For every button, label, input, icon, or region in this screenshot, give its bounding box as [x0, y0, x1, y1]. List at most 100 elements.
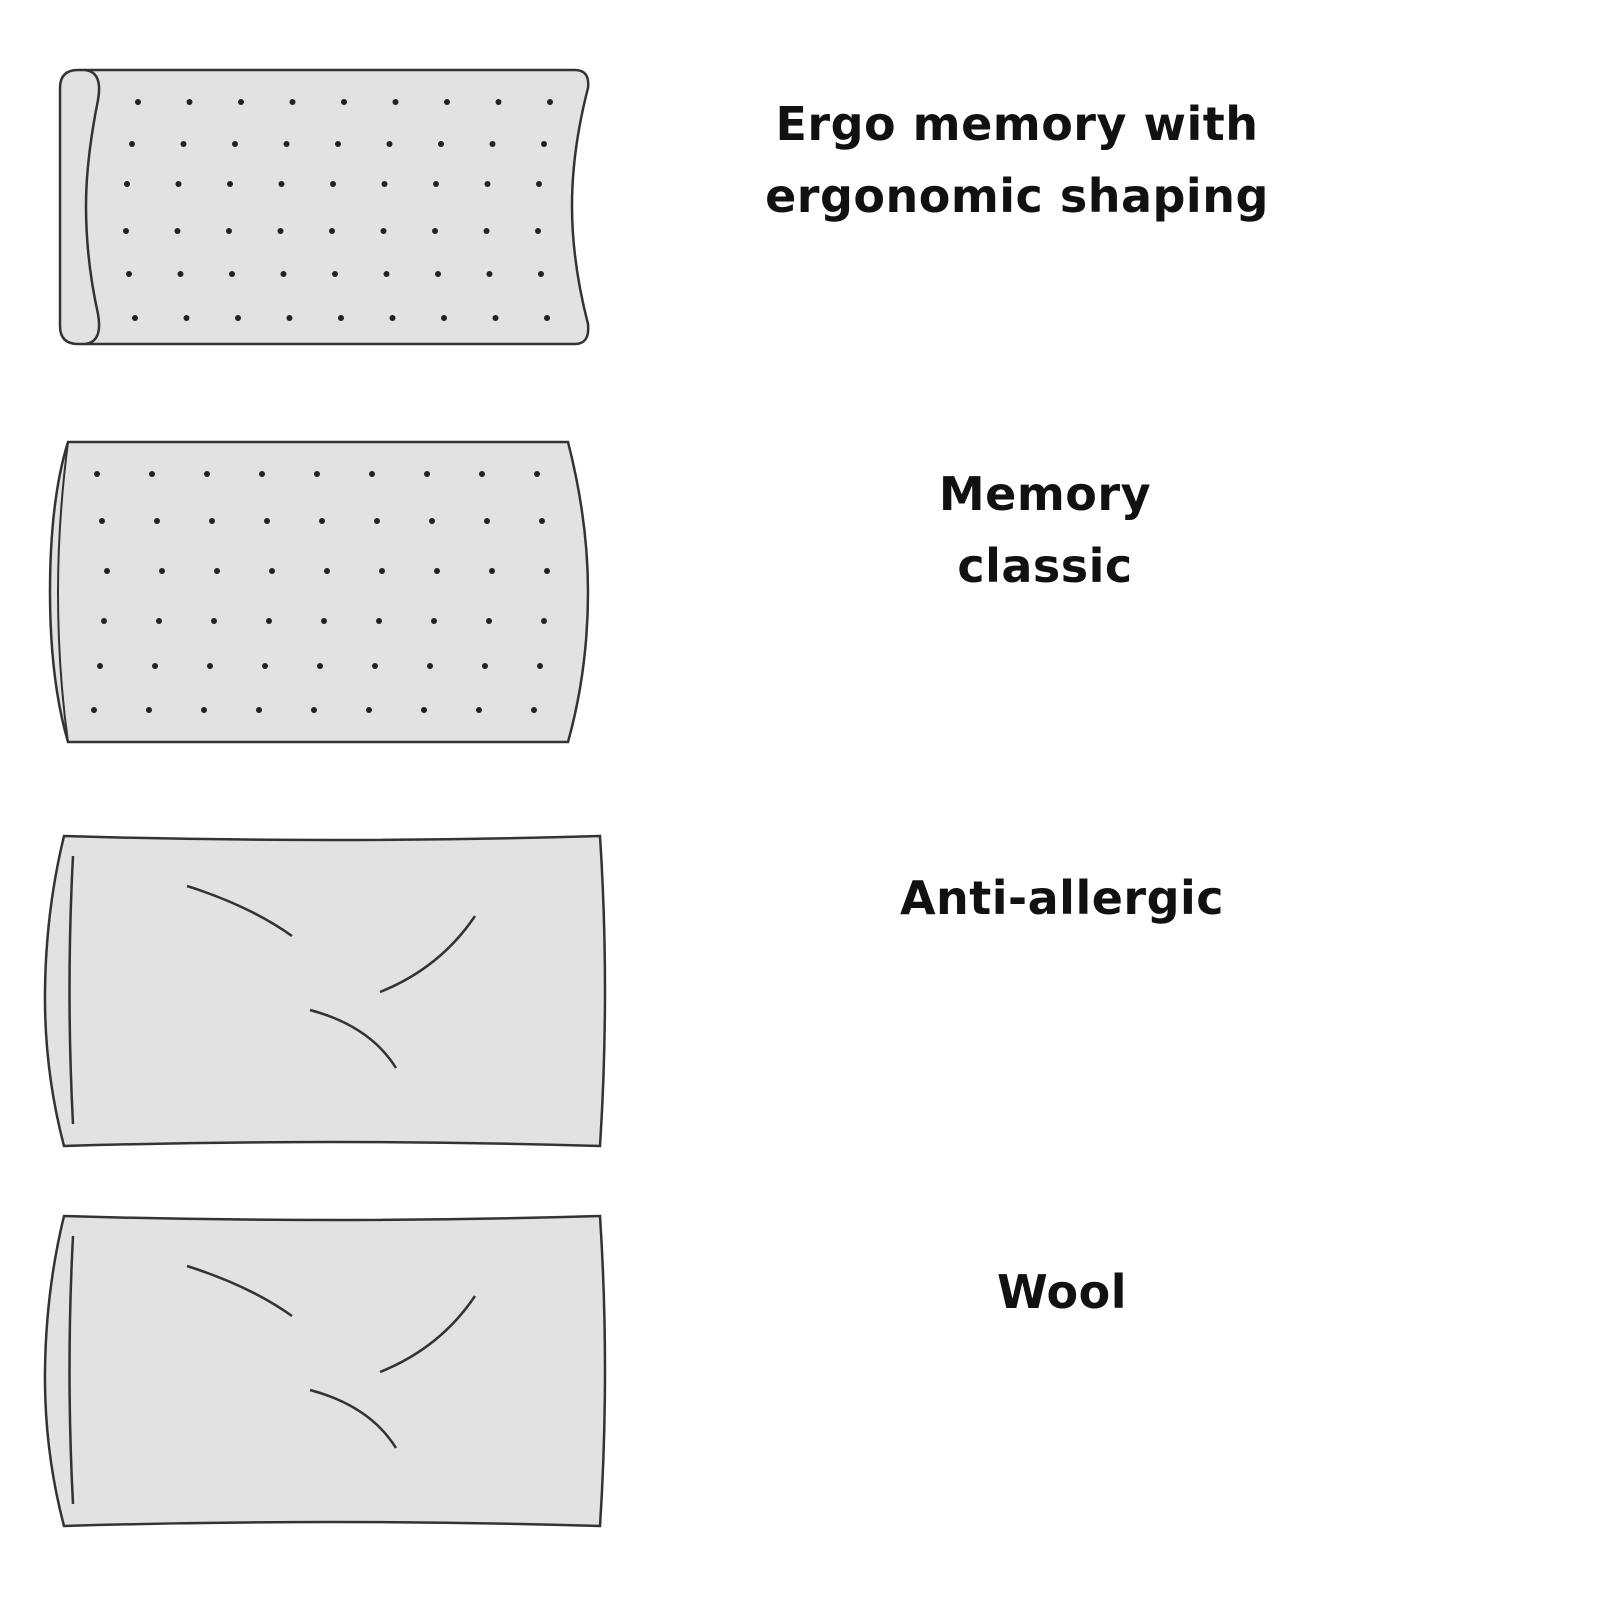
pillow-dot: [104, 568, 110, 574]
pillow-dot: [374, 518, 380, 524]
pillow-dot: [424, 471, 430, 477]
pillow-dot: [175, 181, 182, 187]
pillow-dot: [124, 181, 130, 187]
pillow-dot: [476, 707, 482, 713]
pillow-dot: [264, 518, 270, 524]
pillow-dot: [541, 618, 547, 624]
pillow-dot: [94, 471, 100, 477]
pillow-dot: [389, 315, 396, 321]
pillow-dot: [204, 471, 210, 477]
label-memory-classic: Memory classic: [695, 458, 1395, 602]
pillow-dot: [427, 663, 433, 669]
pillow-dot: [262, 663, 268, 669]
pillow-dot: [544, 568, 550, 574]
pillow-dot: [544, 315, 550, 321]
pillow-dot: [209, 518, 215, 524]
ergo-pillow-dots: [123, 99, 553, 321]
label-anti-allergic: Anti-allergic: [712, 862, 1412, 934]
pillow-dot: [280, 271, 287, 277]
pillow-dot: [156, 618, 162, 624]
pillow-dot: [381, 181, 388, 187]
pillow-dot: [123, 228, 129, 234]
pillow-dot: [429, 518, 435, 524]
pillow-dot: [235, 315, 241, 321]
pillow-dot: [227, 181, 233, 187]
label-line: Wool: [996, 1265, 1128, 1319]
pillow-dot: [283, 141, 290, 147]
pillow-dot: [539, 518, 545, 524]
pillow-dot: [269, 568, 275, 574]
pillow-dot: [259, 471, 265, 477]
pillow-dot: [177, 271, 184, 277]
pillow-dot: [479, 471, 485, 477]
label-line: Memory: [938, 467, 1152, 521]
pillow-dot: [226, 228, 232, 234]
pillow-dot: [152, 663, 158, 669]
pillow-dot: [431, 618, 437, 624]
pillow-dot: [132, 315, 138, 321]
pillow-dot: [383, 271, 390, 277]
pillow-dot: [332, 271, 338, 277]
pillow-dot: [183, 315, 190, 321]
pillow-dot: [380, 228, 387, 234]
pillow-dot: [229, 271, 235, 277]
pillow-dot: [126, 271, 132, 277]
pillow-dot: [266, 618, 272, 624]
pillow-dot: [376, 618, 382, 624]
pillow-dot: [541, 141, 547, 147]
pillow-dot: [483, 228, 490, 234]
pillow-dot: [441, 315, 447, 321]
pillow-dot: [432, 228, 438, 234]
label-wool: Wool: [712, 1256, 1412, 1328]
pillow-dot: [435, 271, 441, 277]
pillow-dot: [531, 707, 537, 713]
pillow-dot: [286, 315, 293, 321]
pillow-dot: [338, 315, 344, 321]
pillow-dot: [149, 471, 155, 477]
pillow-dot: [434, 568, 440, 574]
memory-classic-pillow-icon: [48, 440, 590, 744]
memory-pillow-dots: [91, 471, 550, 713]
pillow-dot: [277, 228, 284, 234]
pillow-dot: [311, 707, 317, 713]
pillow-dot: [174, 228, 181, 234]
pillow-dot: [489, 141, 496, 147]
pillow-dot: [129, 141, 135, 147]
pillow-dot: [97, 663, 103, 669]
pillow-dot: [232, 141, 238, 147]
pillow-dot: [99, 518, 105, 524]
pillow-dot: [492, 315, 499, 321]
label-ergo-memory: Ergo memory with ergonomic shaping: [667, 88, 1367, 232]
pillow-dot: [135, 99, 141, 105]
pillow-dot: [214, 568, 220, 574]
pillow-dot: [211, 618, 217, 624]
pillow-dot: [444, 99, 450, 105]
pillow-dot: [535, 228, 541, 234]
pillow-dot: [486, 271, 493, 277]
pillow-dot: [379, 568, 385, 574]
pillow-dot: [392, 99, 399, 105]
pillow-dot: [159, 568, 165, 574]
pillow-dot: [289, 99, 296, 105]
pillow-dot: [238, 99, 244, 105]
pillow-dot: [484, 518, 490, 524]
pillow-dot: [335, 141, 341, 147]
pillow-dot: [146, 707, 152, 713]
pillow-dot: [317, 663, 323, 669]
pillow-dot: [369, 471, 375, 477]
pillow-dot: [486, 618, 492, 624]
pillow-dot: [314, 471, 320, 477]
pillow-dot: [547, 99, 553, 105]
pillow-dot: [489, 568, 495, 574]
wool-pillow-icon: [43, 1214, 607, 1528]
ergo-memory-pillow-icon: [58, 68, 590, 346]
label-line: Anti-allergic: [899, 871, 1225, 925]
label-line: classic: [957, 539, 1133, 593]
pillow-dot: [537, 663, 543, 669]
pillow-dot: [278, 181, 285, 187]
pillow-dot: [484, 181, 491, 187]
pillow-dot: [330, 181, 336, 187]
pillow-dot: [341, 99, 347, 105]
pillow-dot: [495, 99, 502, 105]
